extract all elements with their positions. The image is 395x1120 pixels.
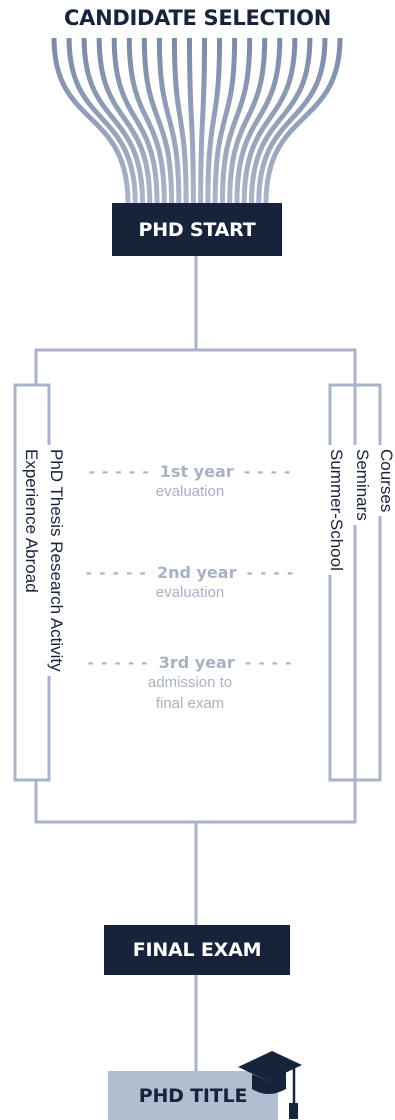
phd-start-label: PHD START — [138, 218, 256, 241]
funnel-line — [219, 37, 253, 204]
funnel-line — [205, 37, 223, 204]
funnel-line — [141, 37, 175, 204]
track-experience-abroad: Experience Abroad — [21, 445, 41, 597]
funnel-line — [186, 37, 196, 204]
funnel-line — [248, 37, 313, 204]
funnel-line — [212, 37, 238, 204]
year-3-milestone: - - - - - 3rd year - - - - admission to … — [80, 653, 300, 714]
funnel-line — [96, 37, 153, 204]
funnel-line — [241, 37, 298, 204]
year-3-sub-line2: final exam — [155, 695, 225, 712]
year-1-milestone: - - - - - 1st year - - - - evaluation — [80, 462, 300, 502]
year-3-label: 3rd year — [158, 653, 235, 672]
final-exam-box: FINAL EXAM — [104, 925, 290, 975]
year-1-sub: evaluation — [155, 483, 225, 500]
graduation-cap-icon — [238, 1051, 302, 1119]
funnel-line — [198, 37, 208, 204]
funnel-line — [227, 37, 268, 204]
funnel-line — [51, 37, 131, 204]
track-seminars: Seminars — [352, 445, 372, 525]
year-1-label: 1st year — [159, 462, 234, 481]
year-2-milestone: - - - - - 2nd year - - - - evaluation — [80, 563, 300, 603]
track-phd-thesis: PhD Thesis Research Activity — [46, 445, 66, 676]
final-exam-label: FINAL EXAM — [132, 939, 262, 961]
phd-start-box: PHD START — [112, 203, 282, 256]
track-summer-school: Summer-School — [326, 445, 346, 575]
phd-title-box: PHD TITLE — [108, 1071, 278, 1120]
track-courses: Courses — [376, 445, 395, 517]
year-3-sub-line1: admission to — [147, 674, 233, 691]
funnel-line — [234, 37, 283, 204]
candidate-selection-heading: CANDIDATE SELECTION — [64, 6, 331, 30]
funnel-line — [156, 37, 182, 204]
year-2-label: 2nd year — [156, 563, 237, 582]
funnel-line — [111, 37, 160, 204]
funnel-line — [81, 37, 146, 204]
connector-lines — [13, 256, 382, 1072]
funnel-line — [126, 37, 167, 204]
funnel-line — [256, 37, 328, 204]
funnel-line — [171, 37, 189, 204]
year-2-sub: evaluation — [155, 584, 225, 601]
phd-title-label: PHD TITLE — [138, 1084, 248, 1107]
funnel-line — [263, 37, 343, 204]
funnel-line — [66, 37, 138, 204]
